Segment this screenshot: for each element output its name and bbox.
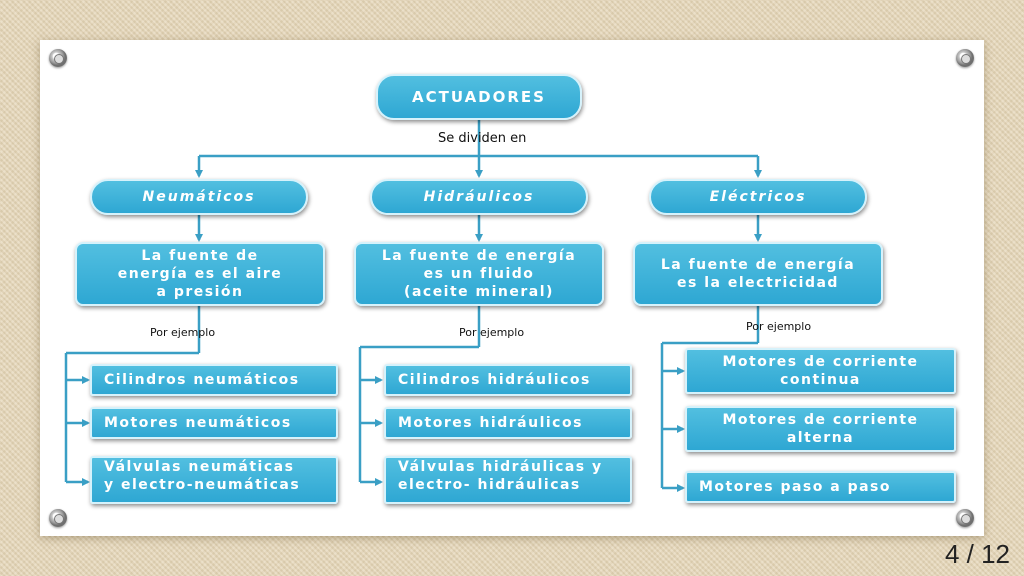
example-text: Motores de corriente: [722, 412, 919, 428]
example-valvulas-neumaticas: Válvulas neumáticas y electro-neumáticas: [90, 456, 338, 504]
example-text: Motores hidráulicos: [398, 415, 583, 431]
diagram-title: ACTUADORES: [376, 74, 582, 120]
example-text: Válvulas neumáticas: [104, 459, 295, 475]
example-label-neumaticos: Por ejemplo: [150, 326, 216, 339]
source-line: La fuente de energía: [381, 248, 577, 264]
source-line: a presión: [156, 284, 244, 300]
source-line: La fuente de energía: [660, 257, 856, 273]
screw-top-left-icon: [49, 49, 67, 67]
example-text: alterna: [786, 430, 855, 446]
source-line: energía es el aire: [117, 266, 283, 282]
example-text: y electro-neumáticas: [104, 477, 301, 493]
example-label-hidraulicos: Por ejemplo: [459, 326, 525, 339]
source-hidraulicos: La fuente de energía es un fluido (aceit…: [354, 242, 604, 306]
example-motores-corriente-continua: Motores de corriente continua: [685, 348, 956, 394]
example-text: continua: [780, 372, 861, 388]
example-text: Válvulas hidráulicas y: [398, 459, 603, 475]
example-text: Cilindros neumáticos: [104, 372, 300, 388]
example-text: electro- hidráulicas: [398, 477, 581, 493]
example-text: Cilindros hidráulicos: [398, 372, 591, 388]
example-text: Motores de corriente: [722, 354, 919, 370]
source-line: es un fluido: [423, 266, 535, 282]
category-neumaticos: Neumáticos: [90, 179, 308, 215]
source-line: es la electricidad: [677, 275, 839, 291]
category-electricos: Eléctricos: [649, 179, 867, 215]
source-neumaticos: La fuente de energía es el aire a presió…: [75, 242, 325, 306]
example-motores-hidraulicos: Motores hidráulicos: [384, 407, 632, 439]
source-line: (aceite mineral): [404, 284, 554, 300]
example-motores-corriente-alterna: Motores de corriente alterna: [685, 406, 956, 452]
example-cilindros-hidraulicos: Cilindros hidráulicos: [384, 364, 632, 396]
example-motores-paso-a-paso: Motores paso a paso: [685, 471, 956, 503]
screw-bottom-left-icon: [49, 509, 67, 527]
example-text: Motores neumáticos: [104, 415, 292, 431]
source-line: La fuente de: [141, 248, 259, 264]
screw-bottom-right-icon: [956, 509, 974, 527]
category-hidraulicos: Hidráulicos: [370, 179, 588, 215]
source-electricos: La fuente de energía es la electricidad: [633, 242, 883, 306]
example-cilindros-neumaticos: Cilindros neumáticos: [90, 364, 338, 396]
example-text: Motores paso a paso: [699, 479, 892, 495]
example-valvulas-hidraulicas: Válvulas hidráulicas y electro- hidráuli…: [384, 456, 632, 504]
example-label-electricos: Por ejemplo: [746, 320, 812, 333]
screw-top-right-icon: [956, 49, 974, 67]
example-motores-neumaticos: Motores neumáticos: [90, 407, 338, 439]
page-indicator: 4 / 12: [944, 539, 1010, 569]
connector-label: Se dividen en: [438, 131, 527, 146]
